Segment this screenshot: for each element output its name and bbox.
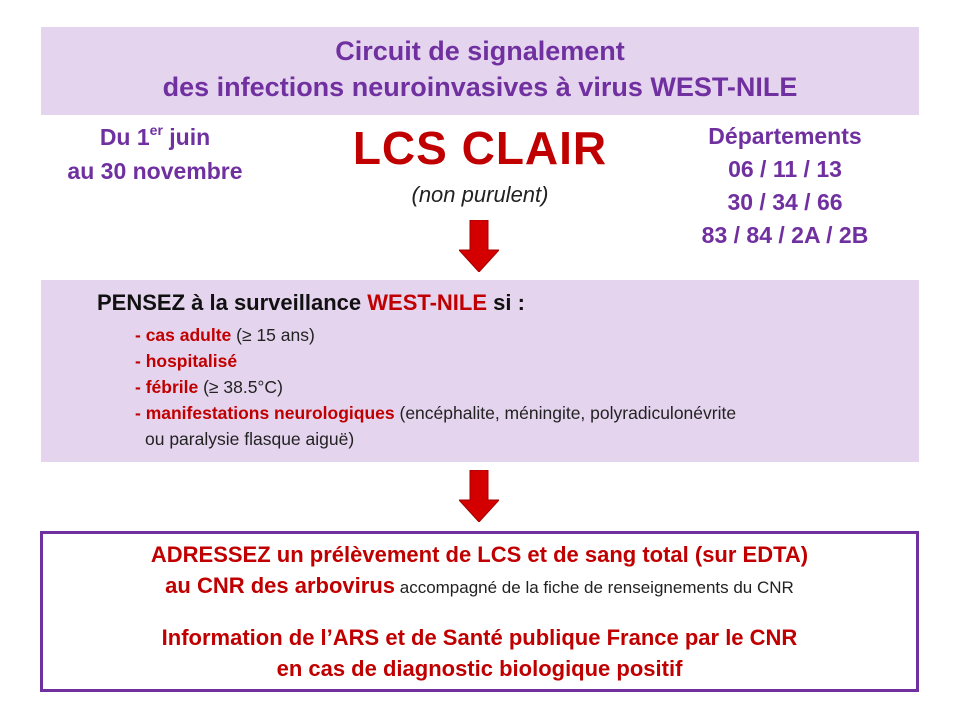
criterion-key: - cas adulte (135, 325, 232, 345)
list-item: - hospitalisé (135, 348, 736, 374)
action-line-2-main: au CNR des arbovirus (165, 573, 396, 598)
criteria-list: - cas adulte (≥ 15 ans) - hospitalisé - … (135, 322, 736, 452)
criterion-continuation: ou paralysie flasque aiguë) (145, 429, 355, 449)
period-line-2: au 30 novembre (67, 158, 243, 184)
lcs-title: LCS CLAIR (352, 122, 608, 174)
criteria-heading-prefix: PENSEZ à la surveillance (97, 290, 368, 315)
departments: Départements 06 / 11 / 13 30 / 34 / 66 8… (665, 120, 905, 252)
criterion-detail: (≥ 38.5°C) (198, 377, 283, 397)
action-info-block: Information de l’ARS et de Santé publiqu… (43, 622, 916, 684)
list-item: - manifestations neurologiques (encéphal… (135, 400, 736, 426)
title-box: Circuit de signalement des infections ne… (41, 27, 919, 115)
arrow-down-icon (459, 470, 499, 522)
period-suffix: juin (162, 124, 211, 150)
period-superscript: er (149, 122, 163, 139)
period-prefix: Du 1 (99, 124, 150, 150)
list-item: - cas adulte (≥ 15 ans) (135, 322, 736, 348)
action-line-2-small: accompagné de la fiche de renseignements… (395, 578, 794, 597)
departments-row-2: 30 / 34 / 66 (727, 189, 843, 215)
departments-row-1: 06 / 11 / 13 (728, 156, 842, 182)
departments-row-3: 83 / 84 / 2A / 2B (701, 222, 869, 248)
criterion-detail: (encéphalite, méningite, polyradiculonév… (394, 403, 737, 423)
lcs-subtitle: (non purulent) (411, 182, 549, 207)
criterion-key: - hospitalisé (135, 351, 238, 371)
departments-label: Départements (708, 123, 862, 149)
criterion-detail: (≥ 15 ans) (231, 325, 315, 345)
criteria-heading-suffix: si : (487, 290, 525, 315)
period-text: Du 1er juin au 30 novembre (30, 120, 280, 188)
arrow-down-icon (459, 220, 499, 272)
list-item: - fébrile (≥ 38.5°C) (135, 374, 736, 400)
action-line-3: Information de l’ARS et de Santé publiqu… (161, 625, 798, 650)
action-box: ADRESSEZ un prélèvement de LCS et de san… (40, 531, 919, 692)
title-line-1: Circuit de signalement (335, 36, 625, 66)
criteria-heading-highlight: WEST-NILE (367, 290, 488, 315)
action-line-4: en cas de diagnostic biologique positif (276, 656, 683, 681)
action-sample-block: ADRESSEZ un prélèvement de LCS et de san… (43, 539, 916, 603)
title-line-2: des infections neuroinvasives à virus WE… (162, 72, 798, 102)
criteria-box: PENSEZ à la surveillance WEST-NILE si : … (41, 280, 919, 462)
criterion-key: - fébrile (135, 377, 199, 397)
period-line-1: Du 1er juin (30, 120, 280, 154)
criteria-heading: PENSEZ à la surveillance WEST-NILE si : (97, 288, 525, 318)
action-line-1: ADRESSEZ un prélèvement de LCS et de san… (150, 542, 809, 567)
action-line-2: au CNR des arbovirus accompagné de la fi… (43, 570, 916, 603)
criterion-key: - manifestations neurologiques (135, 403, 395, 423)
